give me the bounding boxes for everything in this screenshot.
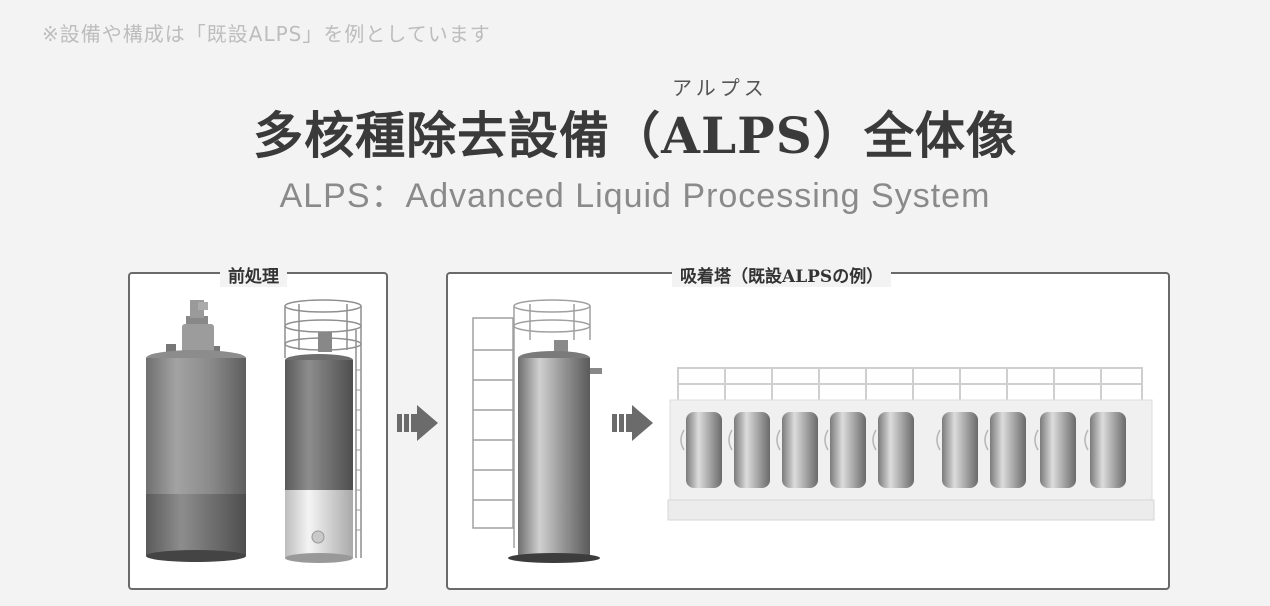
pretreatment-tank-2 <box>284 299 362 563</box>
pretreatment-label: 前処理 <box>220 262 287 287</box>
adsorption-label: 吸着塔（既設ALPSの例） <box>672 262 892 287</box>
flow-arrow-2 <box>612 405 653 441</box>
adsorption-tower-single <box>472 299 602 563</box>
page-title: 多核種除去設備（ALPS）全体像 <box>253 106 1017 165</box>
title-ruby: アルプス <box>672 76 768 100</box>
scope-note: ※設備や構成は「既設ALPS」を例としています <box>42 22 491 46</box>
adsorption-tower-array <box>667 367 1155 521</box>
flow-arrow-1 <box>397 405 438 441</box>
page-subtitle: ALPS：Advanced Liquid Processing System <box>279 177 991 215</box>
pretreatment-tank-1 <box>146 300 246 562</box>
